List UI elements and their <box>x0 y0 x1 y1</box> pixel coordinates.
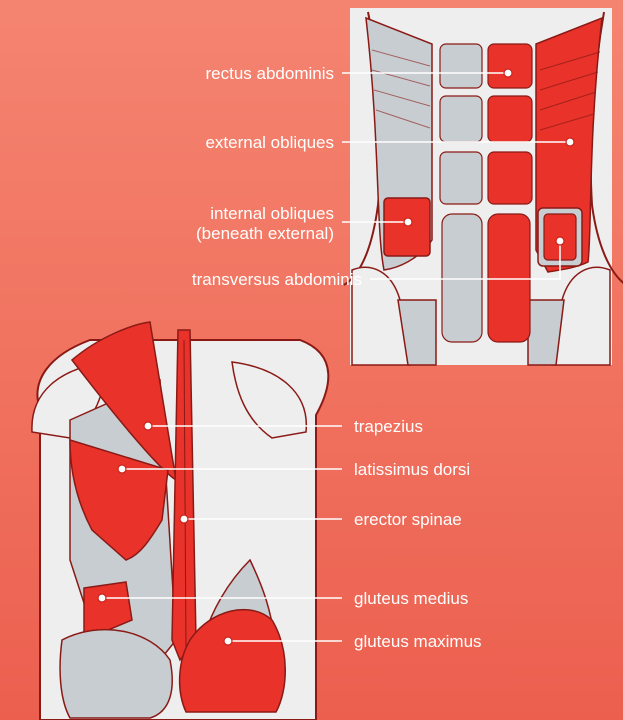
rectus-abdominis-segment-2 <box>488 96 532 142</box>
dot-gluteus-maximus <box>224 637 232 645</box>
label-latissimus-dorsi: latissimus dorsi <box>354 460 470 479</box>
label-transversus-abdominis: transversus abdominis <box>192 270 362 289</box>
front-labels: rectus abdominis external obliques inter… <box>192 64 362 289</box>
rectus-left-segment-2 <box>440 96 482 142</box>
dot-erector-spinae <box>180 515 188 523</box>
rectus-left-segment-3 <box>440 152 482 204</box>
dot-rectus-abdominis <box>504 69 512 77</box>
dot-gluteus-medius <box>98 594 106 602</box>
label-gluteus-maximus: gluteus maximus <box>354 632 482 651</box>
label-rectus-abdominis: rectus abdominis <box>205 64 334 83</box>
dot-latissimus-dorsi <box>118 465 126 473</box>
front-torso-view <box>344 8 623 365</box>
rectus-left-segment-4 <box>442 214 482 342</box>
label-trapezius: trapezius <box>354 417 423 436</box>
dot-trapezius <box>144 422 152 430</box>
rectus-abdominis-segment-4 <box>488 214 530 342</box>
dot-transversus-abdominis <box>556 237 564 245</box>
label-internal-obliques-line1: internal obliques <box>210 204 334 223</box>
label-erector-spinae: erector spinae <box>354 510 462 529</box>
label-internal-obliques-line2: (beneath external) <box>196 224 334 243</box>
label-external-obliques: external obliques <box>205 133 334 152</box>
rectus-abdominis-segment-3 <box>488 152 532 204</box>
dot-internal-obliques <box>404 218 412 226</box>
internal-obliques-muscle <box>384 198 430 256</box>
back-labels: trapezius latissimus dorsi erector spina… <box>354 417 482 651</box>
rectus-abdominis-segment-1 <box>488 44 532 88</box>
dot-external-obliques <box>566 138 574 146</box>
rectus-left-segment-1 <box>440 44 482 88</box>
label-gluteus-medius: gluteus medius <box>354 589 468 608</box>
